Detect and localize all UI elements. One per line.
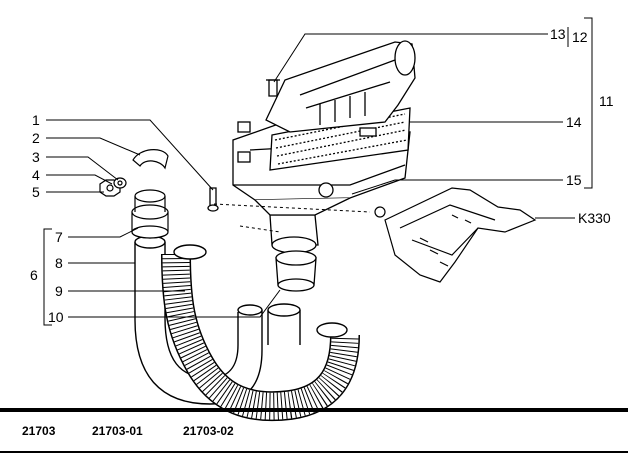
callout-labels: 1 2 3 4 5 6 7 8 9 10 11 12 13 14 15 K330 — [30, 26, 614, 325]
mounting-bracket — [374, 187, 537, 283]
part-code-2: 21703-01 — [92, 424, 143, 438]
callout-6: 6 — [30, 267, 38, 283]
part-code-1: 21703 — [22, 424, 56, 438]
rubber-grommet — [131, 189, 169, 239]
callout-2: 2 — [32, 130, 40, 146]
callout-10: 10 — [48, 309, 64, 325]
air-filter-housing — [207, 40, 416, 292]
callout-12: 12 — [572, 29, 588, 45]
callout-9: 9 — [55, 283, 63, 299]
callout-1: 1 — [32, 112, 40, 128]
callout-5: 5 — [32, 184, 40, 200]
callout-11: 11 — [599, 93, 614, 109]
assembly-lines — [213, 203, 371, 233]
callout-4: 4 — [32, 167, 40, 183]
footer-top-rule — [0, 408, 628, 412]
callout-14: 14 — [566, 114, 582, 130]
callout-15: 15 — [566, 172, 582, 188]
callout-3: 3 — [32, 149, 40, 165]
intake-hose — [134, 235, 360, 422]
small-fasteners — [99, 149, 169, 197]
part-code-3: 21703-02 — [183, 424, 234, 438]
callout-8: 8 — [55, 255, 63, 271]
callout-k330: K330 — [578, 210, 611, 226]
clamp-icon — [132, 149, 169, 170]
callout-13: 13 — [550, 26, 566, 42]
leader-lines — [43, 17, 593, 326]
footer-bottom-rule — [0, 451, 628, 453]
callout-7: 7 — [55, 229, 63, 245]
